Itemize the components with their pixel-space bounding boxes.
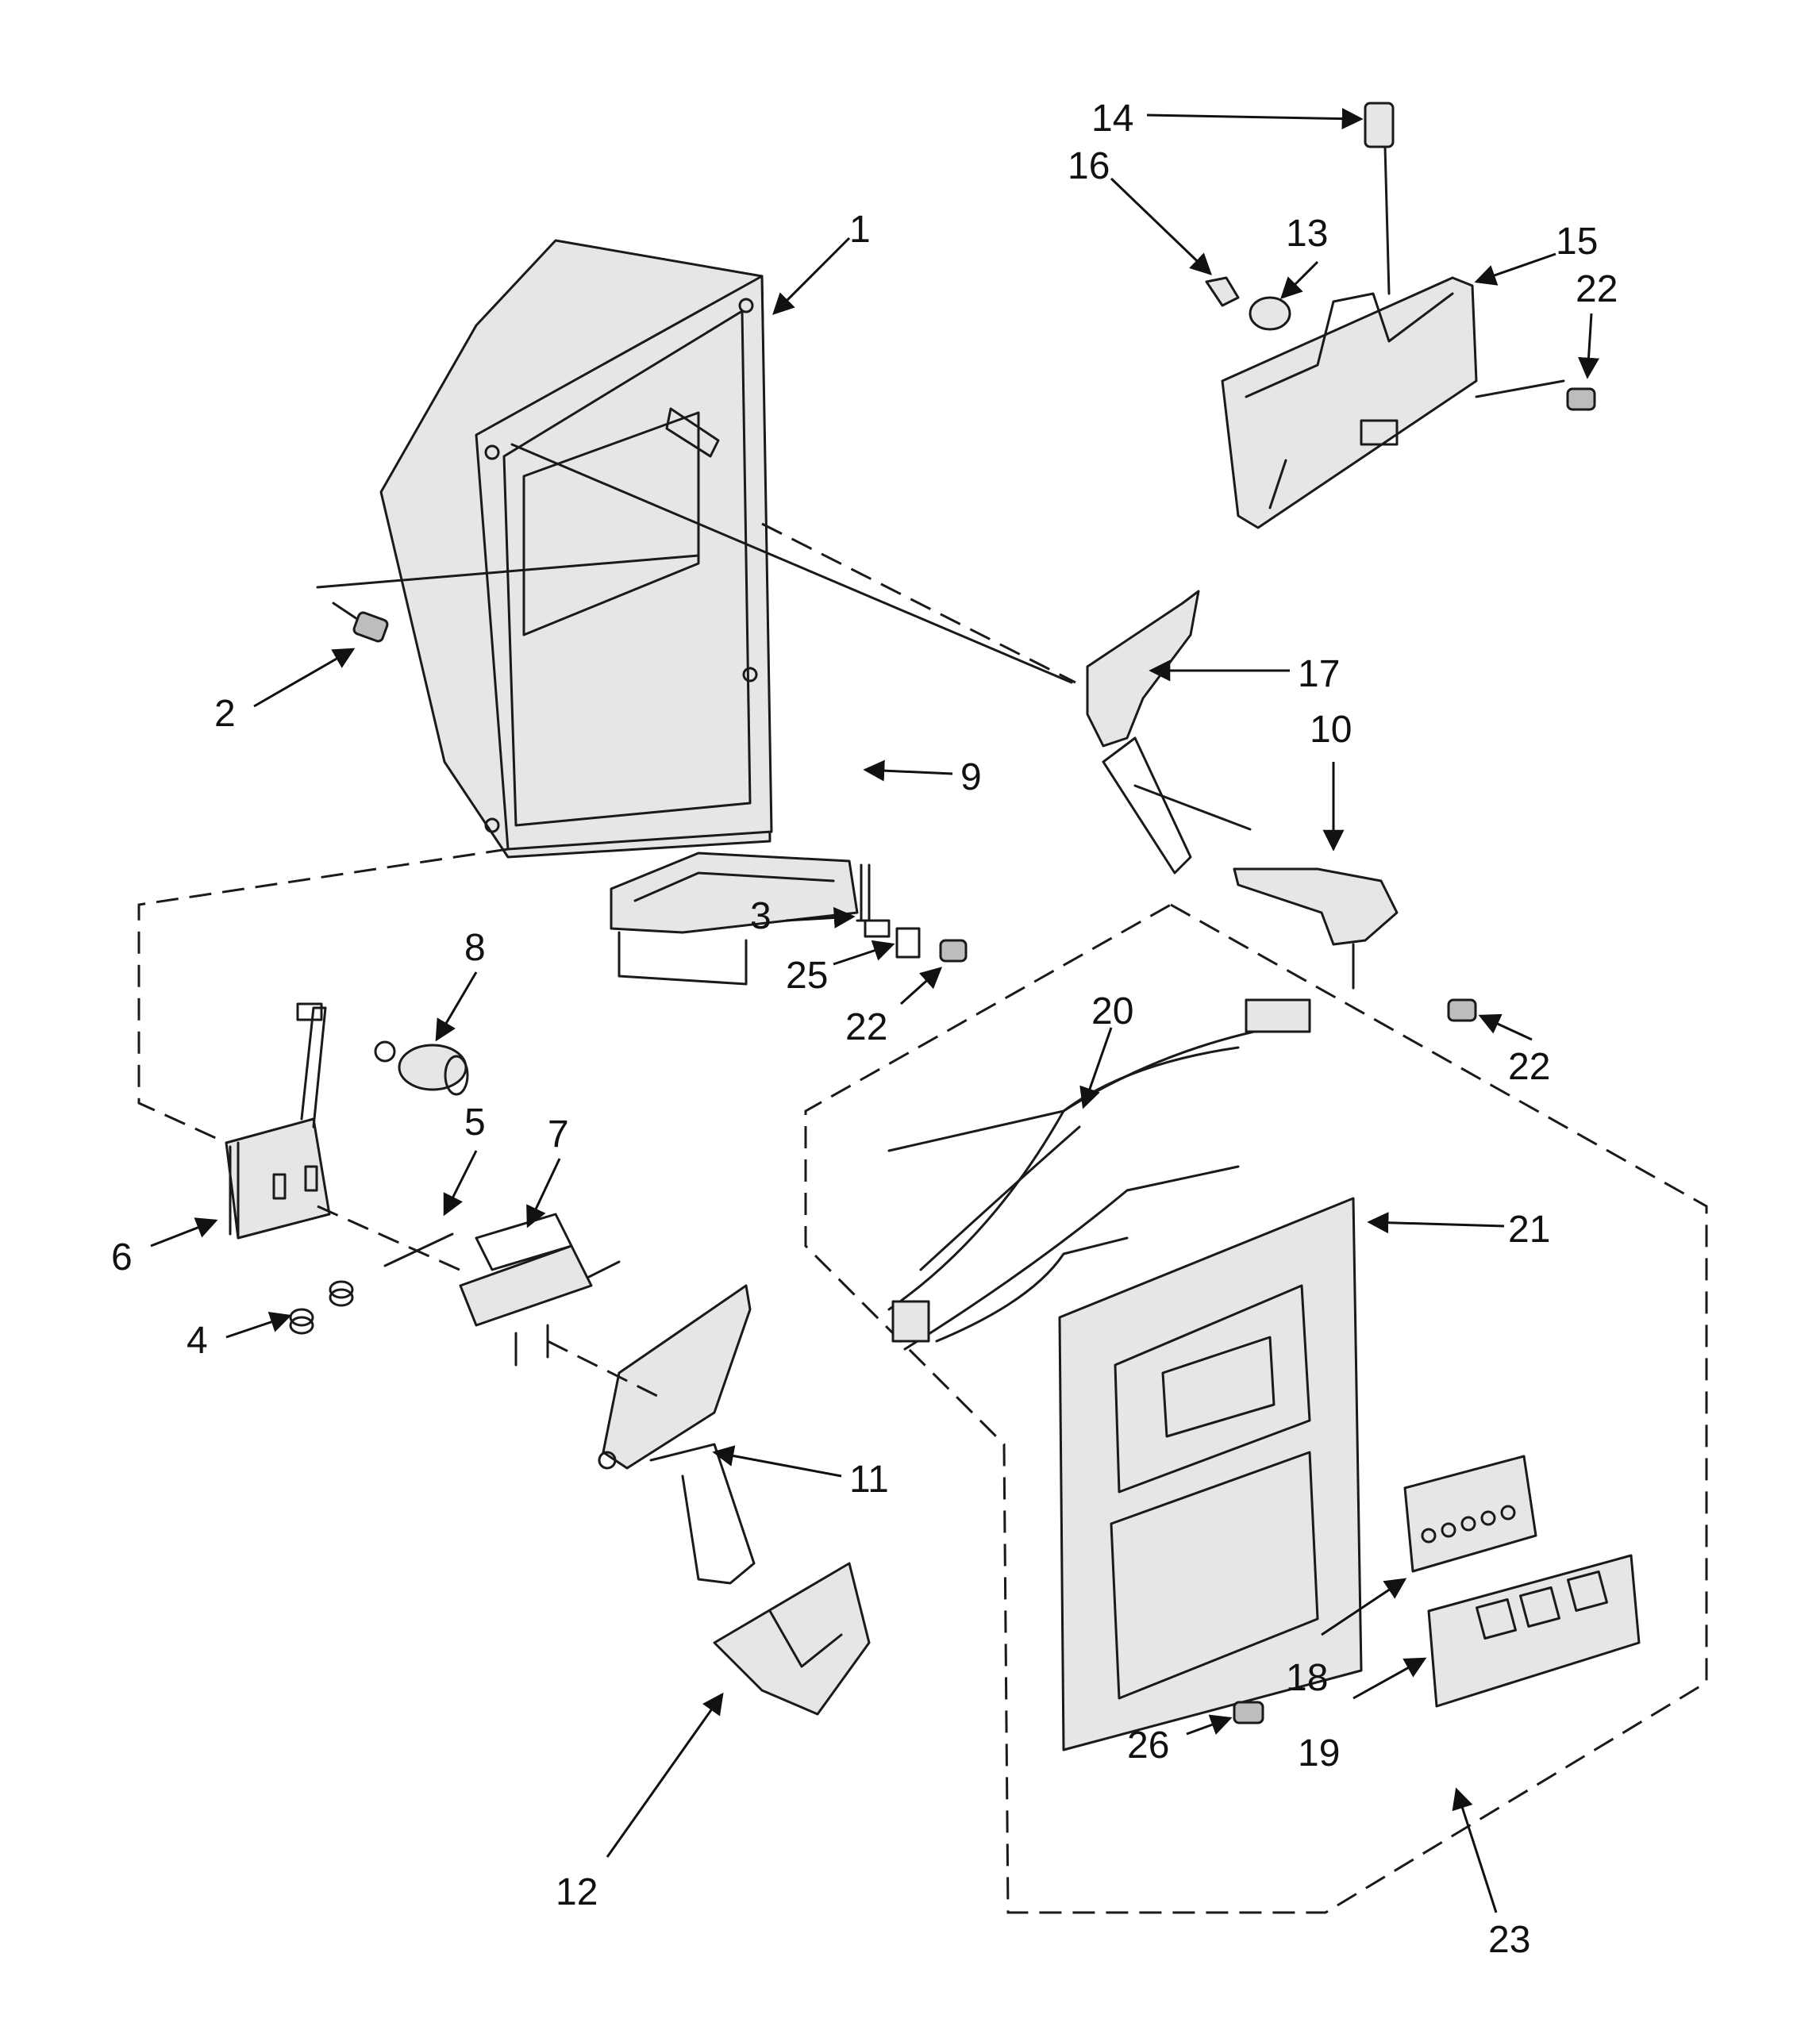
bracket-3 [856,863,891,938]
callout-8: 8 [464,927,486,969]
arm-17 [1086,590,1200,875]
callout-2: 2 [214,693,236,735]
screw-2 [332,602,389,643]
callout-14: 14 [1091,98,1133,140]
callout-18: 18 [1286,1657,1328,1699]
chute-door [610,852,859,986]
solenoid-6 [225,1002,331,1240]
control-board-18 [1403,1455,1537,1573]
callout-20: 20 [1091,990,1133,1032]
callout-4: 4 [187,1320,208,1362]
screw-26 [1233,1701,1264,1724]
callout-19: 19 [1298,1732,1340,1774]
spring-4 [289,1280,354,1335]
lever-11 [598,1284,756,1585]
callout-15: 15 [1556,221,1598,263]
callout-17: 17 [1298,653,1340,695]
light-housing-15 [1221,276,1478,529]
screw-22c [1447,998,1477,1022]
dispenser-panel-21 [1058,1197,1363,1751]
dispenser-housing [379,239,773,859]
control-overlay-19 [1427,1554,1641,1708]
lever-10 [1233,867,1399,990]
callout-11: 11 [849,1459,889,1501]
callout-3: 3 [750,895,771,937]
callout-23: 23 [1488,1919,1530,1961]
callout-12: 12 [556,1871,598,1913]
callout-9: 9 [960,756,982,798]
callout-5: 5 [464,1102,486,1144]
callout-22-right: 22 [1508,1046,1550,1088]
alignment-lines [137,379,1565,1398]
screw-22b [1566,387,1596,411]
callout-25: 25 [786,955,828,997]
callout-22-middle: 22 [845,1006,887,1048]
clip-25 [895,927,921,959]
screw-22a [939,939,968,963]
callout-26: 26 [1127,1724,1169,1767]
callout-10: 10 [1310,709,1352,751]
kit-boundary-23 [804,903,1708,1914]
callout-7: 7 [548,1113,569,1155]
callouts: 1 2 3 4 5 6 7 8 9 10 11 12 13 14 15 16 1 [111,98,1618,1961]
callout-16: 16 [1068,145,1110,187]
bulb-16 [1205,276,1240,307]
callout-6: 6 [111,1236,133,1278]
wire-harness-20 [887,998,1311,1351]
callout-13: 13 [1286,213,1328,255]
switch-14 [1364,102,1395,295]
callout-22-top: 22 [1576,268,1618,310]
pin-5 [383,1232,454,1267]
actuator-7 [459,1213,621,1367]
motor-8 [374,1040,469,1096]
callout-21: 21 [1508,1209,1550,1251]
callout-1: 1 [849,209,871,251]
drip-tray-12 [713,1562,871,1716]
socket-13 [1249,296,1291,331]
